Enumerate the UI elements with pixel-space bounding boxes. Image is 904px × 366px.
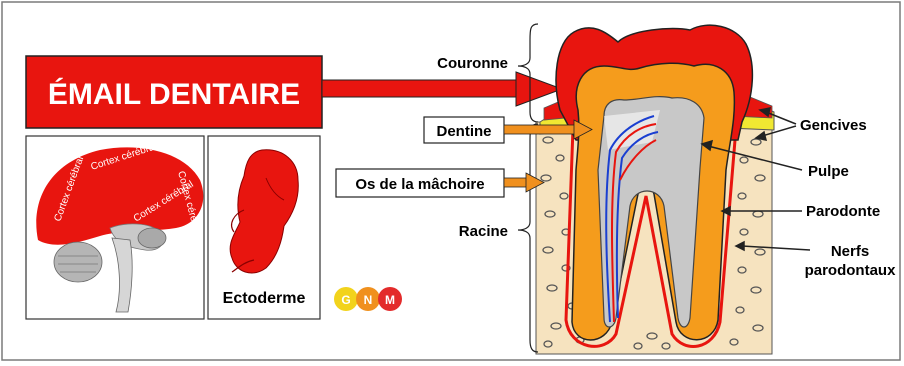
tooth-illustration <box>536 25 774 354</box>
label-couronne: Couronne <box>437 55 508 72</box>
crown-bracket <box>518 24 538 122</box>
logo-letter-n: N <box>364 293 373 307</box>
label-parodonte: Parodonte <box>806 203 880 220</box>
brain-panel: Cortex cérébral Cortex cérébral Cortex c… <box>26 136 204 319</box>
label-nerfs: Nerfs <box>831 243 869 260</box>
banner-arrow <box>322 72 562 106</box>
label-racine: Racine <box>459 223 508 240</box>
embryo-panel: Ectoderme <box>208 136 320 319</box>
cerebellum-shape <box>54 242 102 282</box>
label-gencives: Gencives <box>800 117 867 134</box>
title-banner-text: ÉMAIL DENTAIRE <box>48 77 300 111</box>
logo-letter-g: G <box>341 293 350 307</box>
label-dentine: Dentine <box>436 123 491 140</box>
gnm-logo: G N M <box>334 287 402 311</box>
label-os: Os de la mâchoire <box>355 176 484 193</box>
label-pulpe: Pulpe <box>808 163 849 180</box>
logo-letter-m: M <box>385 293 395 307</box>
label-parodontaux: parodontaux <box>805 262 896 279</box>
root-bracket <box>518 124 538 352</box>
embryo-caption: Ectoderme <box>223 290 306 307</box>
